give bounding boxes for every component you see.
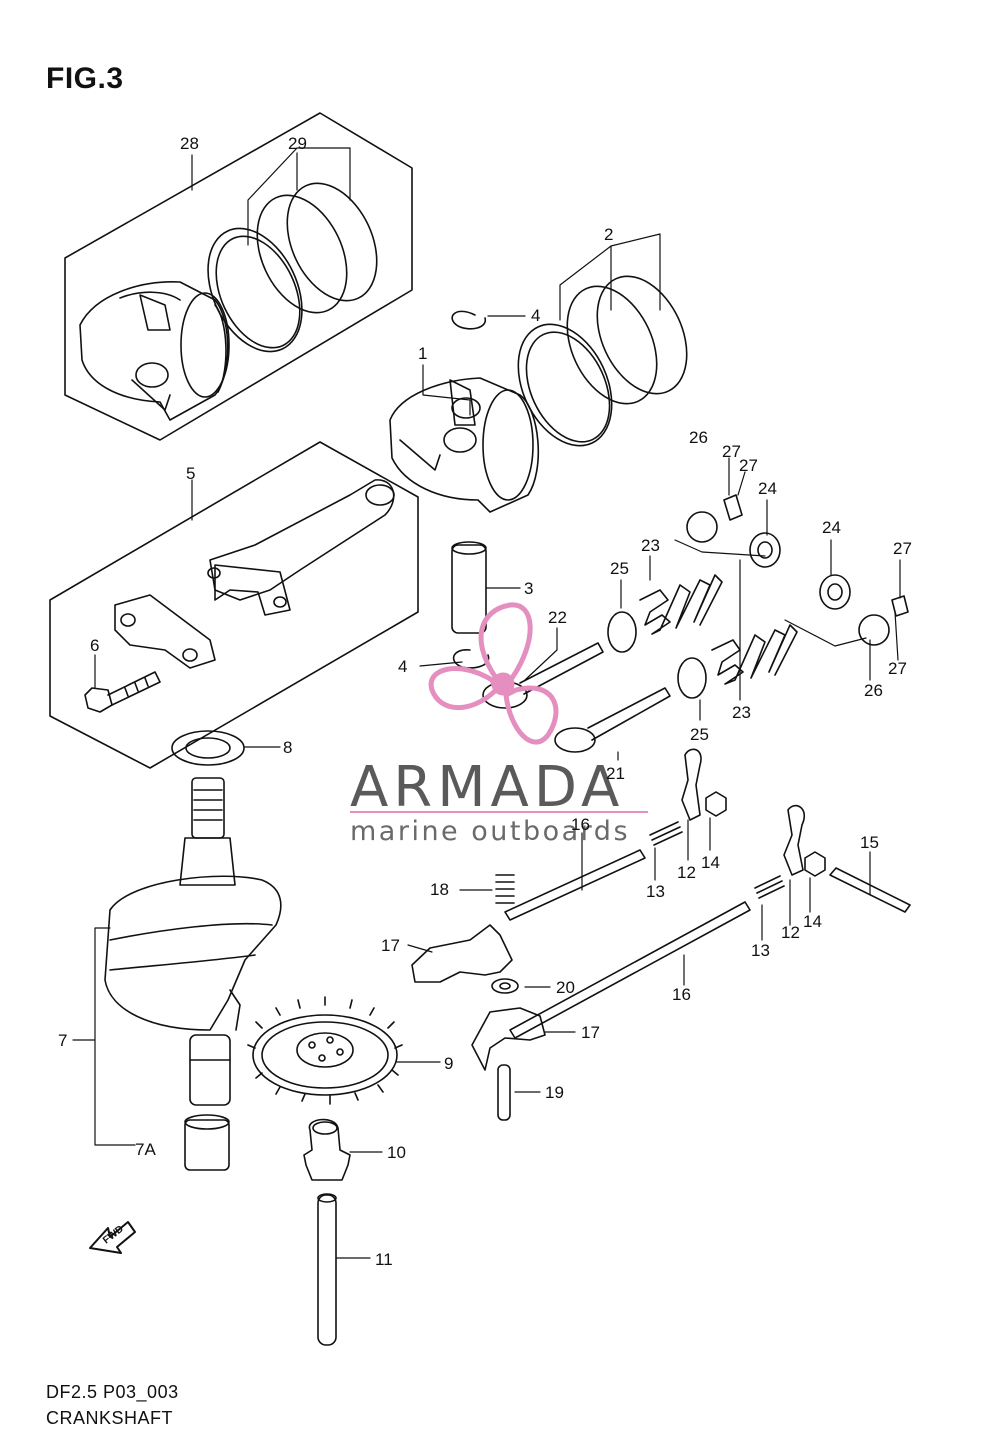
fwd-arrow-icon: FWD <box>89 1221 136 1254</box>
callout-25-upper: 25 <box>610 559 629 578</box>
part-21-valve-exhaust <box>554 687 671 753</box>
callout-27-d: 27 <box>888 659 907 678</box>
part-10-cam-follower <box>303 1118 351 1181</box>
callout-labels: 28 29 2 4 1 27 27 26 24 5 24 27 23 25 3 … <box>58 134 912 1269</box>
part-6-bolt <box>84 671 161 713</box>
callout-6: 6 <box>90 636 99 655</box>
callout-4-upper: 4 <box>531 306 540 325</box>
part-19-pin <box>497 1064 511 1121</box>
callout-26-lower: 26 <box>864 681 883 700</box>
part-16-push-rod-lower <box>509 901 751 1039</box>
part-16-push-rod-upper <box>504 849 646 921</box>
callout-8: 8 <box>283 738 292 757</box>
callout-16-upper: 16 <box>571 815 590 834</box>
callout-5: 5 <box>186 464 195 483</box>
callout-12-lower: 12 <box>781 923 800 942</box>
callout-27-a: 27 <box>722 442 741 461</box>
part-28-piston-kit <box>64 112 413 441</box>
callout-17-lower: 17 <box>581 1023 600 1042</box>
part-3-piston-pin <box>451 541 487 634</box>
part-13-springs <box>649 821 785 899</box>
part-9-camshaft-gear <box>247 996 403 1105</box>
part-26-caps <box>686 511 890 646</box>
part-7-crankshaft <box>104 777 282 1106</box>
part-2-piston-rings <box>517 275 688 447</box>
propeller-logo-icon <box>428 602 559 745</box>
callout-17-upper: 17 <box>381 936 400 955</box>
callout-18: 18 <box>430 880 449 899</box>
callout-14-lower: 14 <box>803 912 822 931</box>
callout-10: 10 <box>387 1143 406 1162</box>
part-7a-bushing <box>184 1114 230 1171</box>
callout-7a: 7A <box>135 1140 156 1159</box>
callout-25-lower: 25 <box>690 725 709 744</box>
callout-3: 3 <box>524 579 533 598</box>
callout-9: 9 <box>444 1054 453 1073</box>
callout-22: 22 <box>548 608 567 627</box>
callout-20: 20 <box>556 978 575 997</box>
callout-4-lower: 4 <box>398 657 407 676</box>
part-5-connecting-rod <box>49 441 419 769</box>
callout-29: 29 <box>288 134 307 153</box>
callout-24-upper: 24 <box>758 479 777 498</box>
part-18-spring <box>495 874 515 904</box>
part-1-piston <box>389 377 540 513</box>
part-15-shaft <box>829 867 911 913</box>
leader-lines <box>72 147 901 1259</box>
callout-13-lower: 13 <box>751 941 770 960</box>
callout-28: 28 <box>180 134 199 153</box>
part-11-shaft <box>317 1193 337 1346</box>
callout-23-upper: 23 <box>641 536 660 555</box>
callout-14-upper: 14 <box>701 853 720 872</box>
callout-21: 21 <box>606 764 625 783</box>
part-24-retainers <box>749 532 851 610</box>
callout-13-upper: 13 <box>646 882 665 901</box>
part-25-spring-seats <box>607 611 707 699</box>
diagram-code: DF2.5 P03_003 <box>46 1382 179 1402</box>
diagram-name: CRANKSHAFT <box>46 1408 174 1428</box>
part-20-washer <box>491 978 519 994</box>
part-17-lifters <box>411 924 546 1071</box>
callout-27-b: 27 <box>739 456 758 475</box>
part-4-circlip-upper <box>451 310 486 330</box>
callout-12-upper: 12 <box>677 863 696 882</box>
callout-11: 11 <box>375 1250 393 1269</box>
callout-23-lower: 23 <box>732 703 751 722</box>
callout-15: 15 <box>860 833 879 852</box>
watermark-subtitle: marine outboards <box>350 816 630 847</box>
watermark-title: ARMADA <box>350 755 624 820</box>
part-14-nuts <box>705 791 826 877</box>
callout-2: 2 <box>604 225 613 244</box>
part-12-rocker-arms <box>681 748 805 876</box>
callout-7: 7 <box>58 1031 67 1050</box>
callout-24-lower: 24 <box>822 518 841 537</box>
part-23-valve-springs <box>639 574 798 685</box>
callout-16-lower: 16 <box>672 985 691 1004</box>
callout-26-upper: 26 <box>689 428 708 447</box>
figure-title: FIG.3 <box>46 62 124 95</box>
armada-watermark: ARMADA marine outboards <box>350 602 648 847</box>
callout-1: 1 <box>418 344 427 363</box>
callout-19: 19 <box>545 1083 564 1102</box>
callout-27-c: 27 <box>893 539 912 558</box>
part-8-washer <box>171 730 245 766</box>
part-29-piston-rings <box>207 182 378 353</box>
